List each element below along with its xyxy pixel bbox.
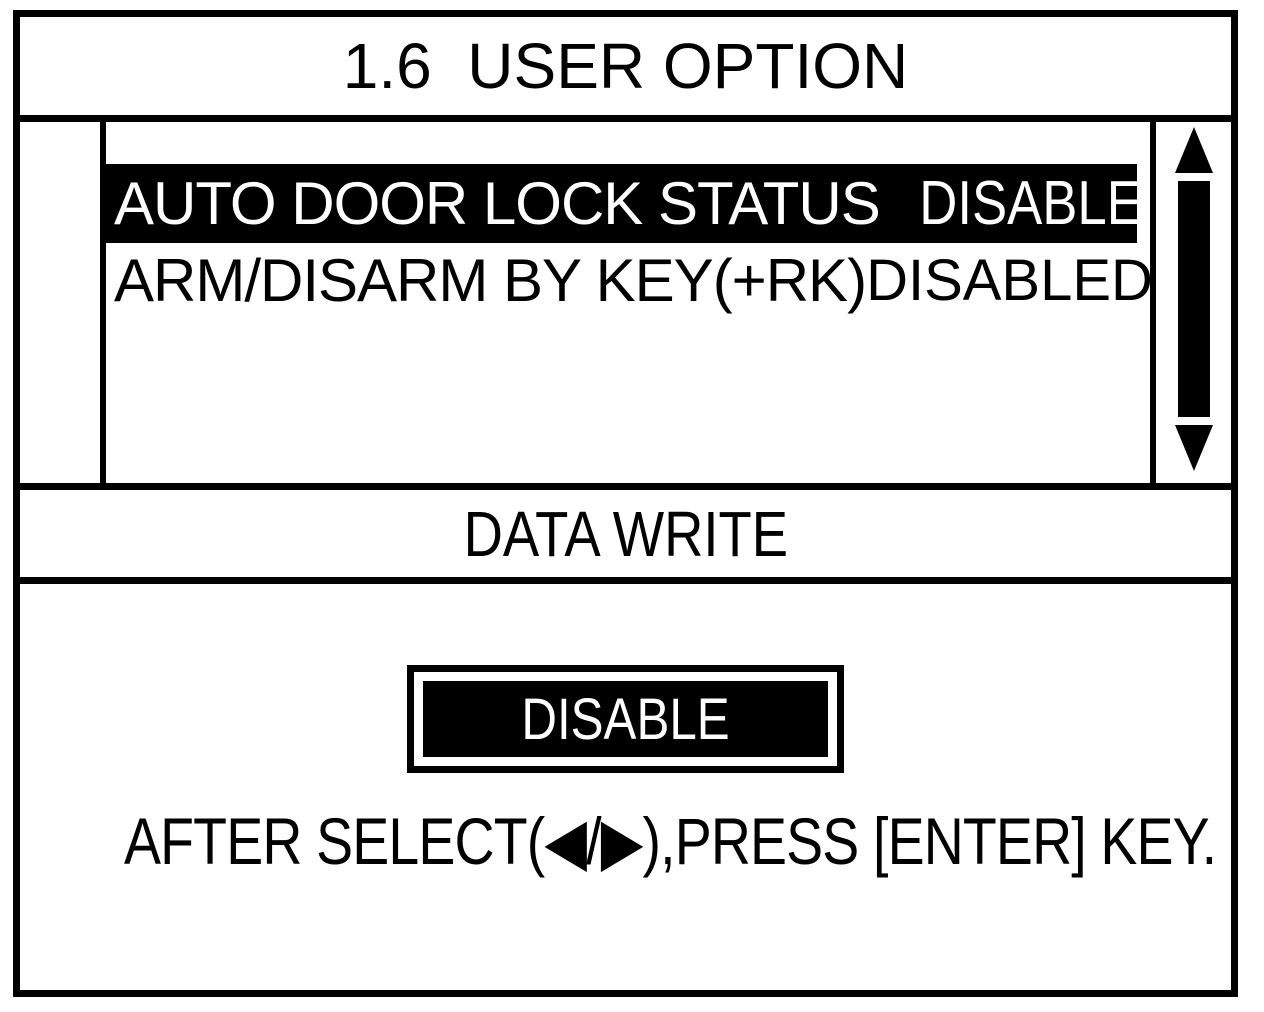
section-title: DATA WRITE xyxy=(463,497,788,570)
data-write-header: DATA WRITE xyxy=(20,490,1231,584)
option-value: DISABLE xyxy=(919,169,1142,238)
option-label: AUTO DOOR LOCK STATUS xyxy=(114,170,881,237)
data-write-panel: DISABLE AFTER SELECT(◀/▶),PRESS [ENTER] … xyxy=(20,584,1231,990)
scroll-up-icon[interactable] xyxy=(1174,127,1213,173)
option-label: ARM/DISARM BY KEY(+RK) xyxy=(114,246,867,314)
value-selector[interactable]: DISABLE xyxy=(407,665,844,773)
scrollbar-thumb[interactable] xyxy=(1177,181,1210,417)
list-item-arm-disarm-by-key[interactable]: ARM/DISARM BY KEY(+RK) DISABLED xyxy=(106,243,1153,317)
selected-value: DISABLE xyxy=(521,686,730,752)
option-list: AUTO DOOR LOCK STATUS DISABLE ARM/DISARM… xyxy=(106,122,1153,483)
instruction-line: AFTER SELECT(◀/▶),PRESS [ENTER] KEY. xyxy=(20,803,1231,880)
scrollbar[interactable] xyxy=(1150,122,1231,483)
user-option-list-section: AUTO DOOR LOCK STATUS DISABLE ARM/DISARM… xyxy=(20,122,1231,490)
selected-value-field[interactable]: DISABLE xyxy=(423,681,828,757)
left-margin-column xyxy=(20,122,106,483)
screen-frame: 1.6 USER OPTION AUTO DOOR LOCK STATUS DI… xyxy=(13,10,1238,997)
instruction-text: AFTER SELECT(◀/▶),PRESS [ENTER] KEY. xyxy=(124,804,1217,878)
scroll-down-icon[interactable] xyxy=(1174,425,1213,471)
page-title: 1.6 USER OPTION xyxy=(342,30,909,102)
list-item-auto-door-lock[interactable]: AUTO DOOR LOCK STATUS DISABLE xyxy=(106,164,1142,243)
title-bar: 1.6 USER OPTION xyxy=(20,17,1231,122)
option-value: DISABLED xyxy=(866,247,1153,313)
